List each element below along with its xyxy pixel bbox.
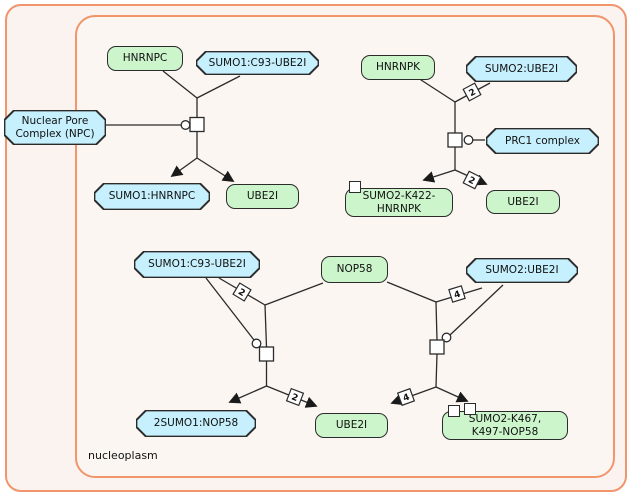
catalyst-port-r2 [463,135,474,145]
svg-text:4: 4 [453,290,462,301]
edge-output-ube2i-r1 [196,157,235,182]
label-line-2: K497-NOP58 [471,425,539,438]
entity-prc1-complex[interactable]: PRC1 complex [486,128,599,154]
entity-sumo1-hnrnpc[interactable]: SUMO1:HNRNPC [94,183,210,210]
reaction-node-r3[interactable] [258,346,275,362]
edge-catalyst-r3 [205,277,255,341]
edge-output-2sumo1-nop58 [228,385,267,404]
stoichiometry-badge-r2-in: 2 [462,82,482,102]
reaction-1 [106,70,241,182]
entity-label: UBE2I [507,195,539,208]
entity-sumo2-k467-k497-nop58[interactable]: SUMO2-K467, K497-NOP58 [442,403,568,440]
entity-label: SUMO2-K467, K497-NOP58 [467,413,543,438]
entity-label: NOP58 [336,263,373,276]
edge-output-ube2i-r4 [390,386,437,406]
label-line-1: SUMO2-K422- [362,189,436,202]
svg-text:2: 2 [468,87,478,99]
edge-catalyst-r4 [449,284,504,336]
entity-label: SUMO1:C93-UBE2I [148,258,246,271]
entity-label: 2SUMO1:NOP58 [153,417,239,430]
edge-input-hnrnpc [162,70,198,99]
reaction-4: 4 4 [386,281,504,407]
svg-text:4: 4 [402,393,411,405]
reaction-2: 2 2 [417,77,491,190]
catalyst-port-r3 [251,338,262,349]
entity-sumo2-ube2i-bottom[interactable]: SUMO2:UBE2I [466,258,578,283]
entity-sumo1-c93-ube2i-top[interactable]: SUMO1:C93-UBE2I [196,51,319,75]
nucleoplasm-compartment [75,15,615,478]
edge-input-sumo1-c93-ube2i [196,75,241,99]
modification-site [349,181,361,193]
stoichiometry-badge-r4-out: 4 [396,387,416,407]
reaction-node-r1[interactable] [189,116,205,133]
reaction-node-r4[interactable] [429,339,445,355]
complex-fill [137,411,254,435]
entity-nuclear-pore-complex[interactable]: Nuclear Pore Complex (NPC) [4,110,106,145]
label-line-1: SUMO2-K467, [468,412,542,425]
catalyst-port-r1 [180,120,191,130]
svg-text:2: 2 [290,393,299,405]
entity-label: SUMO2:UBE2I [484,62,559,75]
entity-label: SUMO2-K422- HNRNPK [361,190,438,215]
stoichiometry-badge-r3-in: 2 [232,282,252,302]
edge-output-sumo2-k422-hnrnpk [422,169,456,183]
entity-label: SUMO1:C93-UBE2I [208,56,307,69]
entity-sumo2-k422-hnrnpk[interactable]: SUMO2-K422- HNRNPK [345,181,453,217]
complex-fill [5,111,104,143]
entity-ube2i-3[interactable]: UBE2I [315,413,388,438]
stoichiometry-badge-r3-out: 2 [285,387,305,407]
entity-sumo2-ube2i-top[interactable]: SUMO2:UBE2I [466,56,577,82]
entity-2sumo1-nop58[interactable]: 2SUMO1:NOP58 [136,410,256,437]
complex-fill [467,57,575,80]
entity-label: SUMO2:UBE2I [485,264,559,277]
entity-ube2i-1[interactable]: UBE2I [226,184,299,209]
stoichiometry-badge-r2-out: 2 [462,170,482,190]
svg-text:2: 2 [236,287,247,299]
entity-ube2i-2[interactable]: UBE2I [486,190,560,214]
complex-fill [95,184,208,208]
entity-nop58[interactable]: NOP58 [321,256,388,283]
entity-hnrnpc[interactable]: HNRNPC [107,46,183,71]
edge-input-nop58-r4 [386,281,437,303]
edge-backbone-bottom-r4 [435,353,438,388]
modification-site [464,403,476,415]
entity-sumo1-c93-ube2i-bottom[interactable]: SUMO1:C93-UBE2I [134,251,260,278]
entity-label: UBE2I [246,190,279,203]
label-line-1: Nuclear Pore [21,114,89,127]
label-line-2: HNRNPK [376,202,422,215]
complex-fill [487,129,597,152]
edge-input-hnrnpk [417,77,456,103]
edge-input-nop58-r3 [264,282,324,306]
complex-fill [135,252,258,276]
edge-backbone-top-r3 [264,304,268,348]
reaction-node-r2[interactable] [447,132,463,148]
compartment-label: nucleoplasm [88,449,158,462]
edge-output-sumo2-nop58 [435,386,469,403]
reaction-3: 2 2 [205,277,324,408]
svg-text:2: 2 [466,175,476,187]
edge-output-sumo1-hnrnpc [170,157,198,178]
stoichiometry-badge-r4-in: 4 [448,285,466,303]
modification-site [448,405,460,417]
entity-label: Nuclear Pore Complex (NPC) [13,115,96,140]
complex-fill [467,259,576,281]
label-line-2: Complex (NPC) [15,127,95,140]
complex-fill [197,52,317,73]
entity-hnrnpk[interactable]: HNRNPK [361,55,435,80]
entity-label: PRC1 complex [505,134,580,147]
entity-label: SUMO1:HNRNPC [108,190,196,203]
entity-label: HNRNPK [375,61,421,74]
entity-label: UBE2I [335,419,368,432]
edge-backbone-top-r4 [435,301,438,341]
entity-label: HNRNPC [122,52,168,65]
